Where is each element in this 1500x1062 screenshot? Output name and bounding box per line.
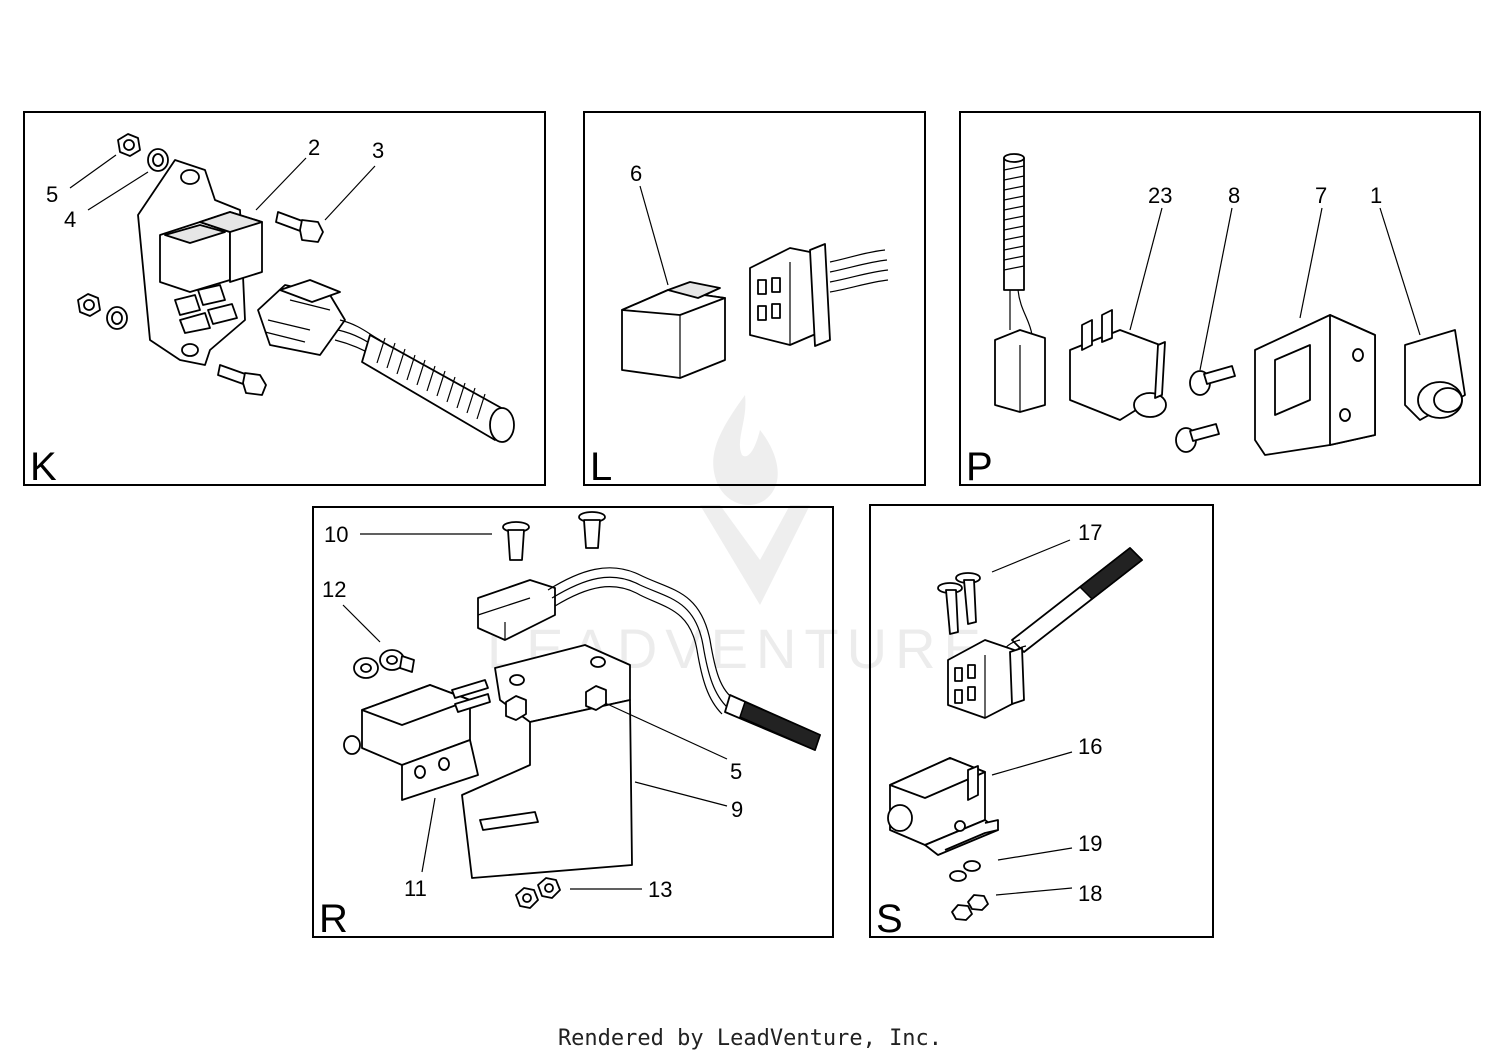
panel-r: R	[312, 506, 834, 941]
harness-plug-p	[994, 153, 1046, 413]
callout-s-16: 16	[1078, 734, 1102, 759]
callout-p-8: 8	[1228, 183, 1240, 208]
rivets-10	[502, 511, 606, 561]
callout-p-7: 7	[1315, 183, 1327, 208]
relay-6	[621, 281, 726, 379]
watermark: LEADVENTURE	[487, 395, 981, 680]
harness-s	[947, 547, 1144, 719]
cap-1	[1404, 329, 1466, 421]
nuts-13	[515, 877, 561, 909]
panel-k: K	[23, 111, 546, 489]
callout-p-23: 23	[1148, 183, 1172, 208]
bolt-3	[217, 211, 324, 396]
callout-r-12: 12	[322, 577, 346, 602]
footer-credit: Rendered by LeadVenture, Inc.	[557, 1026, 943, 1051]
callout-s-17: 17	[1078, 520, 1102, 545]
bracket-7	[1254, 314, 1376, 456]
panel-p-frame	[959, 111, 1481, 486]
callout-k-5: 5	[46, 182, 58, 207]
connector-harness-k	[257, 279, 515, 443]
panel-r-letter: R	[319, 897, 348, 941]
callout-k-4: 4	[64, 207, 76, 232]
callout-p-1: 1	[1370, 183, 1382, 208]
panel-p: P	[959, 111, 1481, 489]
nut-washer-set	[77, 133, 169, 330]
pins-8	[1175, 365, 1236, 453]
panel-l: L 6	[583, 111, 926, 489]
callout-r-9: 9	[731, 797, 743, 822]
panel-l-frame	[583, 111, 926, 486]
callout-s-19: 19	[1078, 831, 1102, 856]
watermark-v-mark	[700, 505, 810, 605]
switch-23	[1069, 309, 1167, 421]
flame-icon	[713, 395, 778, 505]
switch-11	[343, 679, 491, 801]
switch-16	[887, 757, 999, 856]
callout-l-6: 6	[630, 161, 642, 186]
callout-k-2: 2	[308, 135, 320, 160]
panel-s-frame	[869, 504, 1214, 938]
washers-19	[949, 860, 981, 882]
connector-l	[749, 243, 889, 347]
callout-k-3: 3	[372, 138, 384, 163]
callout-r-10: 10	[324, 522, 348, 547]
panel-p-letter: P	[966, 445, 993, 489]
callout-r-13: 13	[648, 877, 672, 902]
callout-r-11: 11	[404, 876, 427, 901]
panel-k-letter: K	[30, 445, 57, 489]
nuts-18	[951, 894, 989, 921]
screws-17	[937, 572, 981, 635]
callout-s-18: 18	[1078, 881, 1102, 906]
panel-k-frame	[23, 111, 546, 486]
nuts-12	[353, 649, 415, 679]
harness-r	[477, 567, 821, 752]
callout-r-5: 5	[730, 759, 742, 784]
panel-s: S	[869, 504, 1214, 941]
panel-s-letter: S	[876, 897, 903, 941]
bracket-9	[461, 644, 633, 879]
panel-l-letter: L	[590, 445, 612, 489]
relay-assembly	[137, 159, 263, 366]
panel-r-frame	[312, 506, 834, 938]
